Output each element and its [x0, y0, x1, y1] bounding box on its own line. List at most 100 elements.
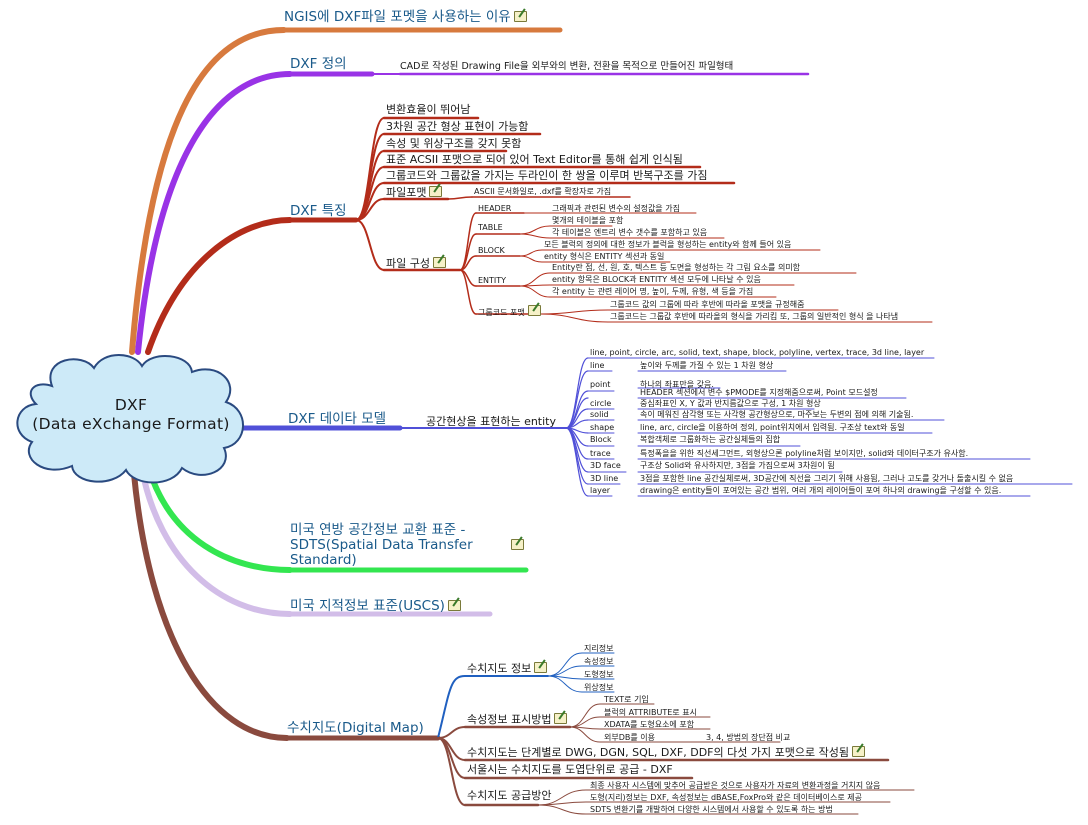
model-row-key[interactable]: point	[590, 380, 611, 389]
attr-item[interactable]: 블럭의 ATTRIBUTE로 표시	[604, 708, 697, 717]
model-row-value[interactable]: 복합객체로 그룹화하는 공간실체들의 집합	[640, 435, 781, 444]
attr-item[interactable]: TEXT로 기입	[604, 695, 649, 704]
model-row-value[interactable]: 높이와 두께를 가질 수 있는 1 차원 형상	[640, 361, 774, 370]
sdts-line: SDTS(Spatial Data Transfer	[290, 538, 524, 553]
model-row-value[interactable]: line, arc, circle을 이용하여 정의, point위치에서 입력…	[640, 423, 905, 432]
connector	[447, 196, 473, 200]
branch-sdts[interactable]: 미국 연방 공간정보 교환 표준 - SDTS(Spatial Data Tra…	[290, 523, 524, 568]
connector	[565, 427, 589, 497]
entity-text[interactable]: Entity란 점, 선, 원, 호, 텍스트 등 도면을 형성하는 각 그림 …	[552, 263, 801, 272]
connector	[537, 804, 587, 815]
group-code-text[interactable]: 그룹코드는 그룹값 후반에 따라올의 형식을 가리킴 또, 그룹의 일반적인 형…	[610, 312, 899, 321]
file-structure-node[interactable]: 파일 구성	[386, 257, 446, 269]
definition-text[interactable]: CAD로 작성된 Drawing File을 외부와의 변환, 전환을 목적으로…	[400, 61, 734, 72]
entity-text[interactable]: 각 entity 는 관련 레이어 명, 높이, 두께, 유형, 색 등을 가짐	[552, 287, 754, 296]
entity-list[interactable]: line, point, circle, arc, solid, text, s…	[590, 348, 925, 357]
block-text[interactable]: entity 형식은 ENTITY 섹션과 동일	[544, 252, 665, 261]
note-icon[interactable]	[429, 186, 443, 197]
feature-item[interactable]: 변환효율이 뛰어남	[386, 103, 471, 116]
branch-reason[interactable]: NGIS에 DXF파일 포멧을 사용하는 이유	[284, 10, 527, 25]
model-row-value[interactable]: 속이 메워진 삼각형 또는 사각형 공간형상으로, 마주보는 두변의 점에 의해…	[640, 410, 914, 419]
connector	[519, 255, 543, 263]
model-row-value[interactable]: 하나의 좌표만을 갖음.	[640, 380, 714, 389]
model-row-key[interactable]: Block	[590, 435, 612, 444]
connector	[569, 716, 601, 728]
info-item[interactable]: 지리정보	[584, 644, 614, 653]
branch-digital-link	[131, 471, 290, 741]
group-code-text[interactable]: 그룹코드 값의 그룹에 따라 후반에 따라올 포맷을 규정해줌	[610, 300, 805, 309]
connector	[355, 219, 385, 271]
model-row-key[interactable]: layer	[590, 486, 611, 495]
branch-data-model[interactable]: DXF 데이타 모델	[288, 411, 387, 427]
model-row-value[interactable]: 특정폭을을 위한 직선세그먼트, 외형상으론 polyline처럼 보이지만, …	[640, 449, 969, 458]
file-format-node[interactable]: 파일포맷	[386, 186, 443, 198]
model-row-value[interactable]: 3점을 포함한 line 공간실체로써, 3D공간에 직선을 그리기 위해 사용…	[640, 474, 1014, 483]
note-icon[interactable]	[554, 713, 568, 724]
header-text[interactable]: 그래픽과 관련된 변수의 설정값을 가짐	[552, 204, 680, 213]
model-row-key[interactable]: trace	[590, 449, 611, 458]
feature-item[interactable]: 그룹코드와 그룹값을 가지는 두라인이 한 쌍을 이루며 반복구조를 가짐	[386, 169, 708, 182]
entity-text[interactable]: entity 항목은 BLOCK과 ENTITY 섹션 모두에 나타날 수 있음	[552, 275, 761, 284]
note-icon[interactable]	[527, 305, 541, 316]
branch-digital-map[interactable]: 수치지도(Digital Map)	[287, 720, 424, 736]
digital-info-node[interactable]: 수치지도 정보	[467, 662, 548, 674]
note-icon[interactable]	[534, 662, 548, 673]
model-row-key[interactable]: line	[590, 361, 605, 370]
connector	[355, 198, 385, 221]
branch-features[interactable]: DXF 특징	[290, 203, 347, 219]
attr-method-node[interactable]: 속성정보 표시방법	[467, 713, 568, 725]
info-item[interactable]: 속성정보	[584, 657, 614, 666]
seoul-node[interactable]: 서울시는 수치지도를 도엽단위로 공급 - DXF	[467, 763, 673, 776]
supply-node[interactable]: 수치지도 공급방안	[467, 789, 552, 802]
model-row-value[interactable]: HEADER 섹션에서 변수 $PMODE를 지정해줌으로써, Point 모드…	[640, 388, 878, 397]
model-row-value[interactable]: 구조상 Solid와 유사하지만, 3점을 가짐으로써 3차원이 됨	[640, 461, 835, 470]
branch-definition[interactable]: DXF 정의	[290, 56, 347, 72]
branch-features-link	[145, 217, 293, 355]
connector	[547, 675, 583, 693]
attr-item[interactable]: XDATA를 도형요소에 포함	[604, 720, 695, 729]
note-icon[interactable]	[513, 11, 527, 22]
feature-item[interactable]: 속성 및 위상구조를 갖지 못함	[386, 137, 522, 150]
feature-item[interactable]: 표준 ACSII 포맷으로 되어 있어 Text Editor를 통해 쉽게 인…	[386, 153, 683, 166]
header-node[interactable]: HEADER	[478, 204, 512, 213]
entity-model-node[interactable]: 공간현상을 표현하는 entity	[426, 415, 557, 428]
block-node[interactable]: BLOCK	[478, 246, 505, 255]
model-row-key[interactable]: 3D face	[590, 461, 621, 470]
entity-node[interactable]: ENTITY	[478, 276, 507, 285]
connector	[437, 675, 466, 739]
branch-uscs-link	[139, 467, 293, 617]
connector	[437, 726, 466, 739]
table-node[interactable]: TABLE	[478, 223, 503, 232]
info-item[interactable]: 도형정보	[584, 670, 614, 679]
table-text[interactable]: 각 테이블은 엔트리 변수 갯수를 포함하고 있음	[552, 228, 708, 237]
sdts-line: Standard)	[290, 552, 357, 568]
model-row-value[interactable]: drawing은 entity들이 포여있는 공간 범위, 여러 개의 레이어들…	[640, 486, 1002, 495]
table-text[interactable]: 몇개의 테이블을 포함	[552, 216, 624, 225]
attr-compare-note[interactable]: 3, 4, 방법의 장단점 비교	[706, 733, 791, 742]
note-icon[interactable]	[447, 600, 461, 611]
supply-item[interactable]: 최종 사용자 시스템에 맞추어 공급받은 것으로 사용자가 자료의 변환과정을 …	[590, 781, 881, 790]
five-format-node[interactable]: 수치지도는 단계별로 DWG, DGN, SQL, DXF, DDF의 다섯 가…	[467, 746, 865, 758]
connector	[519, 272, 551, 287]
supply-item[interactable]: 도형(지리)정보는 DXF, 속성정보는 dBASE,FoxPro와 같은 데이…	[590, 793, 863, 802]
model-row-key[interactable]: 3D line	[590, 474, 619, 483]
info-item[interactable]: 위상정보	[584, 683, 614, 692]
connector	[539, 313, 609, 323]
group-code-node[interactable]: 그룹코드 포맷	[478, 305, 541, 317]
feature-item[interactable]: 3차원 공간 형상 표현이 가능함	[386, 120, 529, 133]
branch-uscs[interactable]: 미국 지적정보 표준(USCS)	[290, 599, 461, 614]
file-format-text[interactable]: ASCII 문서화일로, .dxf를 확장자로 가짐	[474, 187, 612, 196]
note-icon[interactable]	[851, 746, 865, 757]
model-row-key[interactable]: solid	[590, 410, 609, 419]
attr-item[interactable]: 외부DB를 이용	[604, 733, 655, 742]
block-text[interactable]: 모든 블럭의 정의에 대한 정보가 블럭을 형성하는 entity와 함께 들어…	[544, 240, 792, 249]
note-icon[interactable]	[432, 257, 446, 268]
supply-item[interactable]: SDTS 변환기를 개발하여 다양한 시스템에서 사용할 수 있도록 하는 방법	[590, 805, 833, 814]
model-row-key[interactable]: shape	[590, 423, 615, 432]
model-row-value[interactable]: 중심좌표인 X, Y 값과 반지름값으로 구성, 1 차원 형상	[640, 399, 821, 408]
root-title: DXF	[114, 396, 148, 414]
root-node[interactable]: DXF (Data eXchange Format)	[12, 348, 250, 488]
sdts-line: 미국 연방 공간정보 교환 표준 -	[290, 522, 466, 538]
note-icon[interactable]	[510, 539, 524, 550]
model-row-key[interactable]: circle	[590, 399, 612, 408]
